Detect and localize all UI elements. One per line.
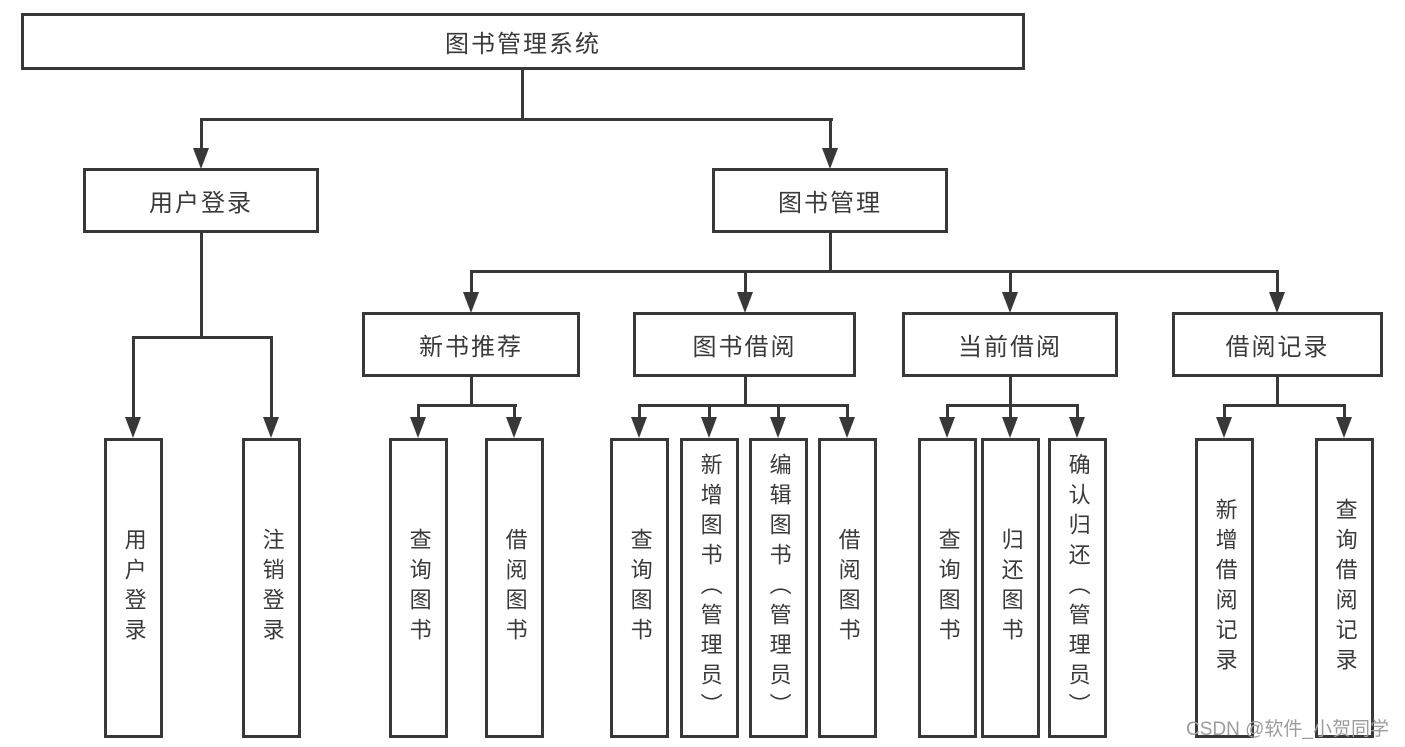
connector-line	[200, 118, 203, 150]
watermark: CSDN @软件_小贺同学	[1186, 719, 1389, 740]
connector-line	[513, 404, 516, 418]
connector-line	[200, 118, 833, 121]
arrow-down-icon	[125, 417, 141, 438]
leaf-user-login: 用户登录	[104, 438, 163, 738]
leaf-query-borrow-record: 查询借阅记录	[1315, 438, 1374, 738]
node-user-login: 用户登录	[83, 168, 319, 233]
node-book-borrow: 图书借阅	[633, 312, 856, 377]
arrow-down-icon	[463, 292, 479, 313]
connector-line	[946, 404, 1079, 407]
connector-line	[521, 68, 524, 120]
arrow-down-icon	[939, 417, 955, 438]
connector-line	[708, 404, 711, 418]
arrow-down-icon	[701, 417, 717, 438]
connector-line	[1076, 404, 1079, 418]
leaf-confirm-return-admin: 确认归还（管理员）	[1048, 438, 1107, 738]
leaf-query-book-current: 查询图书	[918, 438, 977, 738]
connector-line	[132, 336, 273, 339]
arrow-down-icon	[1216, 417, 1232, 438]
arrow-down-icon	[410, 417, 426, 438]
connector-line	[470, 270, 473, 294]
connector-line	[638, 404, 849, 407]
connector-line	[829, 231, 832, 273]
connector-line	[744, 374, 747, 407]
connector-line	[200, 231, 203, 339]
connector-line	[846, 404, 849, 418]
arrow-down-icon	[506, 417, 522, 438]
connector-line	[1223, 404, 1226, 418]
connector-line	[1276, 270, 1279, 294]
arrow-down-icon	[1069, 417, 1085, 438]
connector-line	[1009, 270, 1012, 294]
arrow-down-icon	[631, 417, 647, 438]
connector-line	[417, 404, 420, 418]
connector-line	[744, 270, 747, 294]
leaf-logout: 注销登录	[242, 438, 301, 738]
connector-line	[470, 374, 473, 407]
connector-line	[1009, 404, 1012, 418]
arrow-down-icon	[263, 417, 279, 438]
arrow-down-icon	[839, 417, 855, 438]
node-current-borrow: 当前借阅	[902, 312, 1118, 377]
connector-line	[638, 404, 641, 418]
arrow-down-icon	[1002, 292, 1018, 313]
node-root: 图书管理系统	[21, 13, 1025, 70]
leaf-borrow-book-recommend: 借阅图书	[485, 438, 544, 738]
arrow-down-icon	[1002, 417, 1018, 438]
connector-line	[1009, 374, 1012, 407]
leaf-add-borrow-record: 新增借阅记录	[1195, 438, 1254, 738]
connector-line	[946, 404, 949, 418]
node-borrow-record: 借阅记录	[1172, 312, 1383, 377]
node-new-book-recommend: 新书推荐	[362, 312, 580, 377]
leaf-query-book-recommend: 查询图书	[389, 438, 448, 738]
node-book-management: 图书管理	[712, 168, 948, 233]
leaf-return-book: 归还图书	[981, 438, 1040, 738]
connector-line	[132, 336, 135, 420]
arrow-down-icon	[193, 148, 209, 169]
leaf-borrow-book: 借阅图书	[818, 438, 877, 738]
arrow-down-icon	[737, 292, 753, 313]
arrow-down-icon	[1336, 417, 1352, 438]
connector-line	[417, 404, 517, 407]
connector-line	[270, 336, 273, 420]
connector-line	[1223, 404, 1346, 407]
arrow-down-icon	[822, 148, 838, 169]
leaf-edit-book-admin: 编辑图书（管理员）	[749, 438, 808, 738]
connector-line	[829, 118, 832, 150]
leaf-add-book-admin: 新增图书（管理员）	[680, 438, 739, 738]
arrow-down-icon	[1269, 292, 1285, 313]
connector-line	[1276, 374, 1279, 407]
leaf-query-book-borrow: 查询图书	[610, 438, 669, 738]
arrow-down-icon	[770, 417, 786, 438]
connector-line	[1343, 404, 1346, 418]
connector-line	[470, 270, 1279, 273]
connector-line	[777, 404, 780, 418]
